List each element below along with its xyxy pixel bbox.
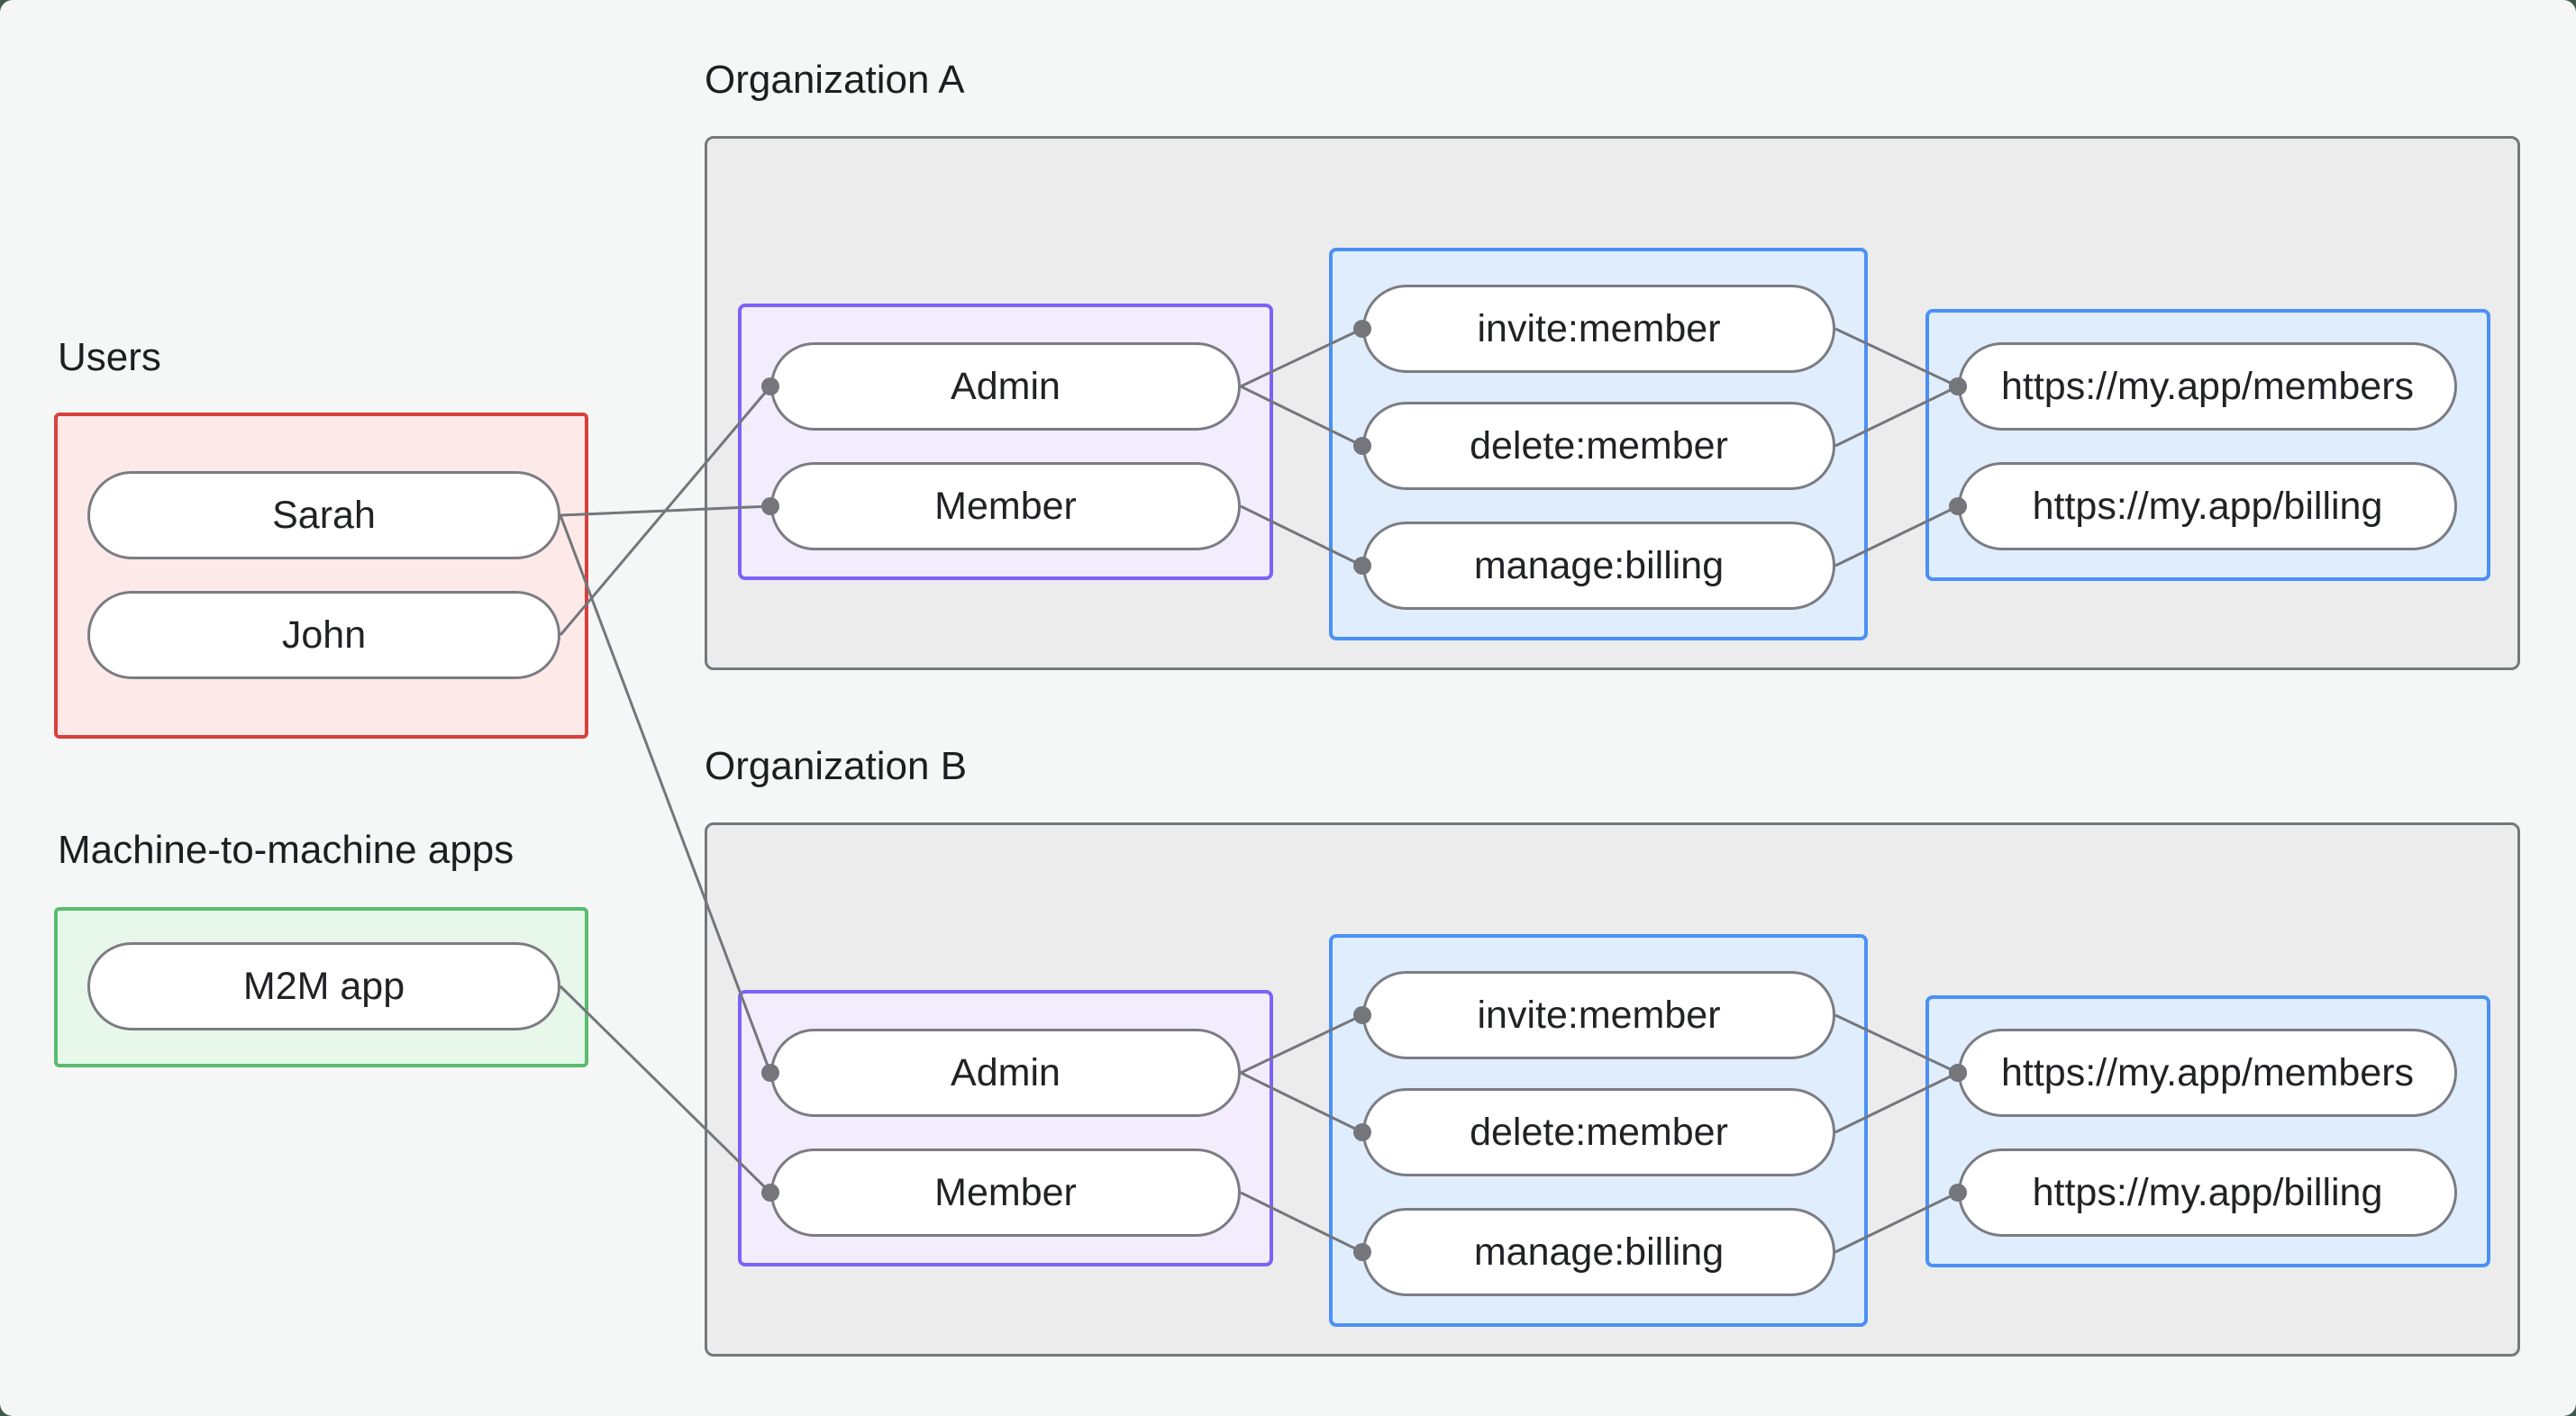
org-a-role-member: Member xyxy=(770,462,1241,550)
org-a-api-resource-billing: https://my.app/billing xyxy=(1958,462,2457,550)
org-b-role-member: Member xyxy=(770,1148,1241,1237)
org-a-permission-invite-member: invite:member xyxy=(1362,285,1835,373)
org-a-title: Organization A xyxy=(705,58,965,102)
org-a-permission-manage-billing: manage:billing xyxy=(1362,522,1835,610)
org-b-api-resource-members: https://my.app/members xyxy=(1958,1029,2457,1117)
org-b-role-admin: Admin xyxy=(770,1029,1241,1117)
org-b-permission-manage-billing: manage:billing xyxy=(1362,1208,1835,1296)
org-b-permission-invite-member: invite:member xyxy=(1362,971,1835,1059)
org-b-title: Organization B xyxy=(705,744,968,788)
users-group-box xyxy=(54,413,588,739)
org-b-permission-delete-member: delete:member xyxy=(1362,1088,1835,1176)
org-a-api-resource-members: https://my.app/members xyxy=(1958,342,2457,431)
org-a-role-admin: Admin xyxy=(770,342,1241,431)
m2m-section-title: Machine-to-machine apps xyxy=(58,828,514,872)
users-section-title: Users xyxy=(58,335,161,379)
m2m-app-node: M2M app xyxy=(87,942,560,1030)
user-node-sarah: Sarah xyxy=(87,471,560,559)
org-b-api-resource-billing: https://my.app/billing xyxy=(1958,1148,2457,1237)
user-node-john: John xyxy=(87,591,560,679)
org-a-permission-delete-member: delete:member xyxy=(1362,402,1835,490)
